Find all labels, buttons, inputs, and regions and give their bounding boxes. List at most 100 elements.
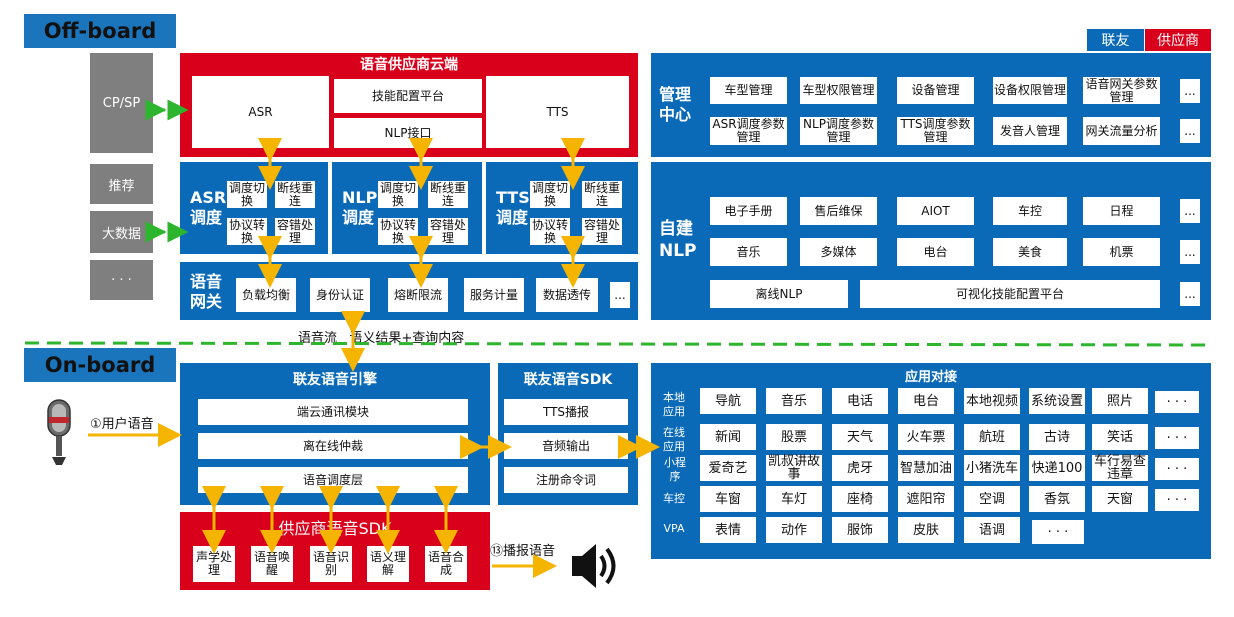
asr-fault: 容错处理	[275, 217, 315, 245]
apps-title: 应用对接	[904, 369, 957, 385]
nlp-more-2: ...	[1180, 240, 1200, 264]
nlp-offline: 离线NLP	[710, 280, 848, 308]
mgmt-device-permission: 设备权限管理	[993, 77, 1067, 104]
app-sunshade: 遮阳帘	[898, 486, 954, 512]
app-nav: 导航	[700, 388, 756, 414]
app-seat: 座椅	[832, 486, 888, 512]
nlp-reconnect: 断线重连	[428, 180, 468, 208]
mgmt-gateway-params: 语音网关参数管理	[1083, 77, 1160, 104]
onboard-tag: On-board	[24, 348, 176, 382]
mgmt-asr-params: ASR调度参数管理	[710, 117, 787, 145]
nlp-aiot: AIOT	[897, 197, 974, 225]
nlp-ticket: 机票	[1083, 238, 1160, 266]
mgmt-title: 管理中心	[659, 85, 692, 124]
app-fuel: 智慧加油	[898, 455, 954, 481]
apps-row-label-local: 本地应用	[663, 391, 685, 418]
engine-comm: 端云通讯模块	[198, 399, 468, 425]
nlp-more-3: ...	[1180, 282, 1200, 306]
vpa-skin: 皮肤	[898, 517, 954, 543]
vpa-tone: 语调	[964, 517, 1020, 543]
gateway-more: ...	[610, 282, 630, 308]
app-fragrance: 香氛	[1029, 486, 1085, 512]
selfnlp-title: 自建NLP	[659, 219, 697, 261]
nlp-more-1: ...	[1180, 199, 1200, 223]
cloud-skill-platform: 技能配置平台	[334, 79, 482, 113]
nlp-sched-title: NLP调度	[342, 188, 378, 227]
vpa-more: · · ·	[1032, 520, 1084, 544]
app-local-video: 本地视频	[964, 388, 1020, 414]
nlp-schedule: 日程	[1083, 197, 1160, 225]
app-express: 快递100	[1029, 455, 1085, 481]
speaker-icon	[572, 544, 616, 588]
tts-fault: 容错处理	[582, 217, 622, 245]
app-lights: 车灯	[766, 486, 822, 512]
cloud-tts: TTS	[486, 76, 629, 148]
sdk-title: 联友语音SDK	[523, 372, 613, 388]
app-more-3: · · ·	[1155, 489, 1199, 511]
tts-sched-title: TTS调度	[496, 188, 530, 227]
nlp-fault: 容错处理	[428, 217, 468, 245]
app-phone: 电话	[832, 388, 888, 414]
app-huya: 虎牙	[832, 455, 888, 481]
tts-reconnect: 断线重连	[582, 180, 622, 208]
app-more-2: · · ·	[1155, 458, 1199, 480]
app-iqiyi: 爱奇艺	[700, 455, 756, 481]
vpa-clothes: 服饰	[832, 517, 888, 543]
nlp-manual: 电子手册	[710, 197, 787, 225]
nlp-visual-platform: 可视化技能配置平台	[860, 280, 1160, 308]
app-news: 新闻	[700, 424, 756, 450]
app-photos: 照片	[1092, 388, 1148, 414]
app-kaishu: 凯叔讲故事	[766, 454, 822, 482]
apps-row-label-online: 在线应用	[663, 426, 685, 453]
apps-row-label-mini: 小程序	[664, 456, 686, 483]
app-radio: 电台	[898, 388, 954, 414]
gateway-title: 语音网关	[190, 272, 223, 311]
engine-title: 联友语音引擎	[293, 372, 377, 388]
legend-lianyou: 联友	[1087, 29, 1144, 51]
tuijian-box: 推荐	[90, 164, 153, 204]
vpa-action: 动作	[766, 517, 822, 543]
app-aircon: 空调	[964, 486, 1020, 512]
cloud-nlp-interface: NLP接口	[334, 118, 482, 148]
legend-supplier: 供应商	[1145, 29, 1211, 51]
mgmt-car-model: 车型管理	[710, 77, 787, 104]
app-carwash: 小猪洗车	[964, 455, 1020, 481]
mgmt-speaker: 发音人管理	[993, 117, 1067, 145]
sdk-audio-out: 音频输出	[504, 433, 628, 459]
mgmt-car-permission: 车型权限管理	[800, 77, 877, 104]
offboard-tag: Off-board	[24, 14, 176, 48]
app-poem: 古诗	[1029, 424, 1085, 450]
mgmt-tts-params: TTS调度参数管理	[897, 117, 974, 145]
asr-sched-title: ASR调度	[190, 188, 227, 227]
more-box: · · ·	[90, 260, 153, 300]
engine-arbitration: 离在线仲裁	[198, 433, 468, 459]
nlp-protocol: 协议转换	[378, 217, 418, 245]
mgmt-more-2: ...	[1180, 119, 1200, 143]
app-stocks: 股票	[766, 424, 822, 450]
nlp-music: 音乐	[710, 238, 787, 266]
nlp-carctrl: 车控	[993, 197, 1067, 225]
sdk-tts: TTS播报	[504, 399, 628, 425]
cpsp-box: CP/SP	[90, 53, 153, 153]
app-sys-settings: 系统设置	[1029, 388, 1085, 414]
mgmt-traffic: 网关流量分析	[1083, 117, 1160, 145]
cloud-asr: ASR	[192, 76, 329, 148]
app-sunroof: 天窗	[1092, 486, 1148, 512]
app-jokes: 笑话	[1092, 424, 1148, 450]
app-music: 音乐	[766, 388, 822, 414]
mgmt-nlp-params: NLP调度参数管理	[800, 117, 877, 145]
app-window: 车窗	[700, 486, 756, 512]
mgmt-more-1: ...	[1180, 79, 1200, 103]
dashuju-box: 大数据	[90, 211, 153, 253]
app-more-1: · · ·	[1155, 427, 1199, 449]
apps-row-label-car: 车控	[663, 492, 685, 505]
microphone-icon	[47, 399, 71, 465]
app-flight: 航班	[964, 424, 1020, 450]
gateway-metering: 服务计量	[464, 278, 524, 312]
nlp-aftersale: 售后维保	[800, 197, 877, 225]
app-violation: 车行易查违章	[1092, 454, 1148, 482]
mgmt-device: 设备管理	[897, 77, 974, 104]
app-train: 火车票	[898, 424, 954, 450]
user-voice-label: ①用户语音	[90, 417, 154, 432]
